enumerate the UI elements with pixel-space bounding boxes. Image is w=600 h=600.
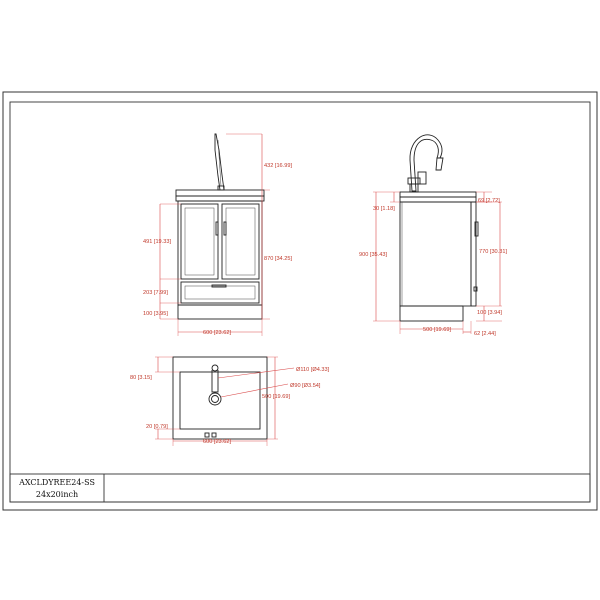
front-drawer: [180, 281, 260, 304]
top-dim-depth: 500 [19.69]: [262, 394, 290, 400]
front-cabinet: [177, 200, 263, 306]
front-dim-door-height: 491 [19.33]: [143, 239, 171, 245]
front-dim-total-height: 870 [34.25]: [264, 256, 292, 262]
side-cabinet: [399, 201, 472, 307]
side-dim-depth: 500 [19.69]: [423, 327, 451, 333]
title-block: AXCLDYREE24-SS 24x20inch: [9, 473, 591, 503]
top-dim-width: 600 [23.62]: [203, 439, 231, 445]
top-dim-back-offset: 20 [0.79]: [146, 424, 168, 430]
side-dim-cabinet-height: 770 [30.31]: [479, 249, 507, 255]
outer-border: [2, 91, 598, 511]
front-base: [177, 304, 263, 320]
top-drain: [208, 392, 222, 406]
top-dim-front-offset: 80 [3.15]: [130, 375, 152, 381]
top-dim-drain: Ø90 [Ø3.54]: [290, 383, 321, 389]
side-countertop: [399, 191, 477, 198]
top-outline: [172, 356, 268, 440]
side-dim-back-ledge: 69 [2.72]: [478, 198, 500, 204]
side-dim-total-height: 900 [35.43]: [359, 252, 387, 258]
top-basin: [179, 371, 261, 430]
front-dim-base-height: 100 [3.95]: [143, 311, 168, 317]
inner-border: [9, 101, 591, 503]
side-dim-toe-depth: 62 [2.44]: [474, 331, 496, 337]
side-view: 30 [1.18] 900 [35.43] 69 [2.72] 770 [30.…: [359, 134, 507, 337]
product-size: 24x20inch: [36, 490, 78, 499]
front-dim-drawer-height: 203 [7.99]: [143, 290, 168, 296]
front-view: 432 [16.99] 870 [34.25] 491 [19.33] 203 …: [143, 133, 292, 336]
side-dim-toe-kick: 100 [3.94]: [477, 310, 502, 316]
front-dim-faucet-height: 432 [16.99]: [264, 163, 292, 169]
front-dim-width: 600 [23.62]: [203, 330, 231, 336]
top-dim-faucet-hole: Ø110 [Ø4.33]: [296, 367, 330, 373]
front-left-door: [180, 203, 219, 280]
model-number: AXCLDYREE24-SS: [18, 478, 95, 487]
front-countertop: [175, 189, 265, 197]
side-dim-top-thickness: 30 [1.18]: [373, 206, 395, 212]
front-right-door: [221, 203, 260, 280]
top-view: 80 [3.15] 20 [0.79] Ø110 [Ø4.33] Ø90 [Ø3…: [130, 356, 330, 446]
